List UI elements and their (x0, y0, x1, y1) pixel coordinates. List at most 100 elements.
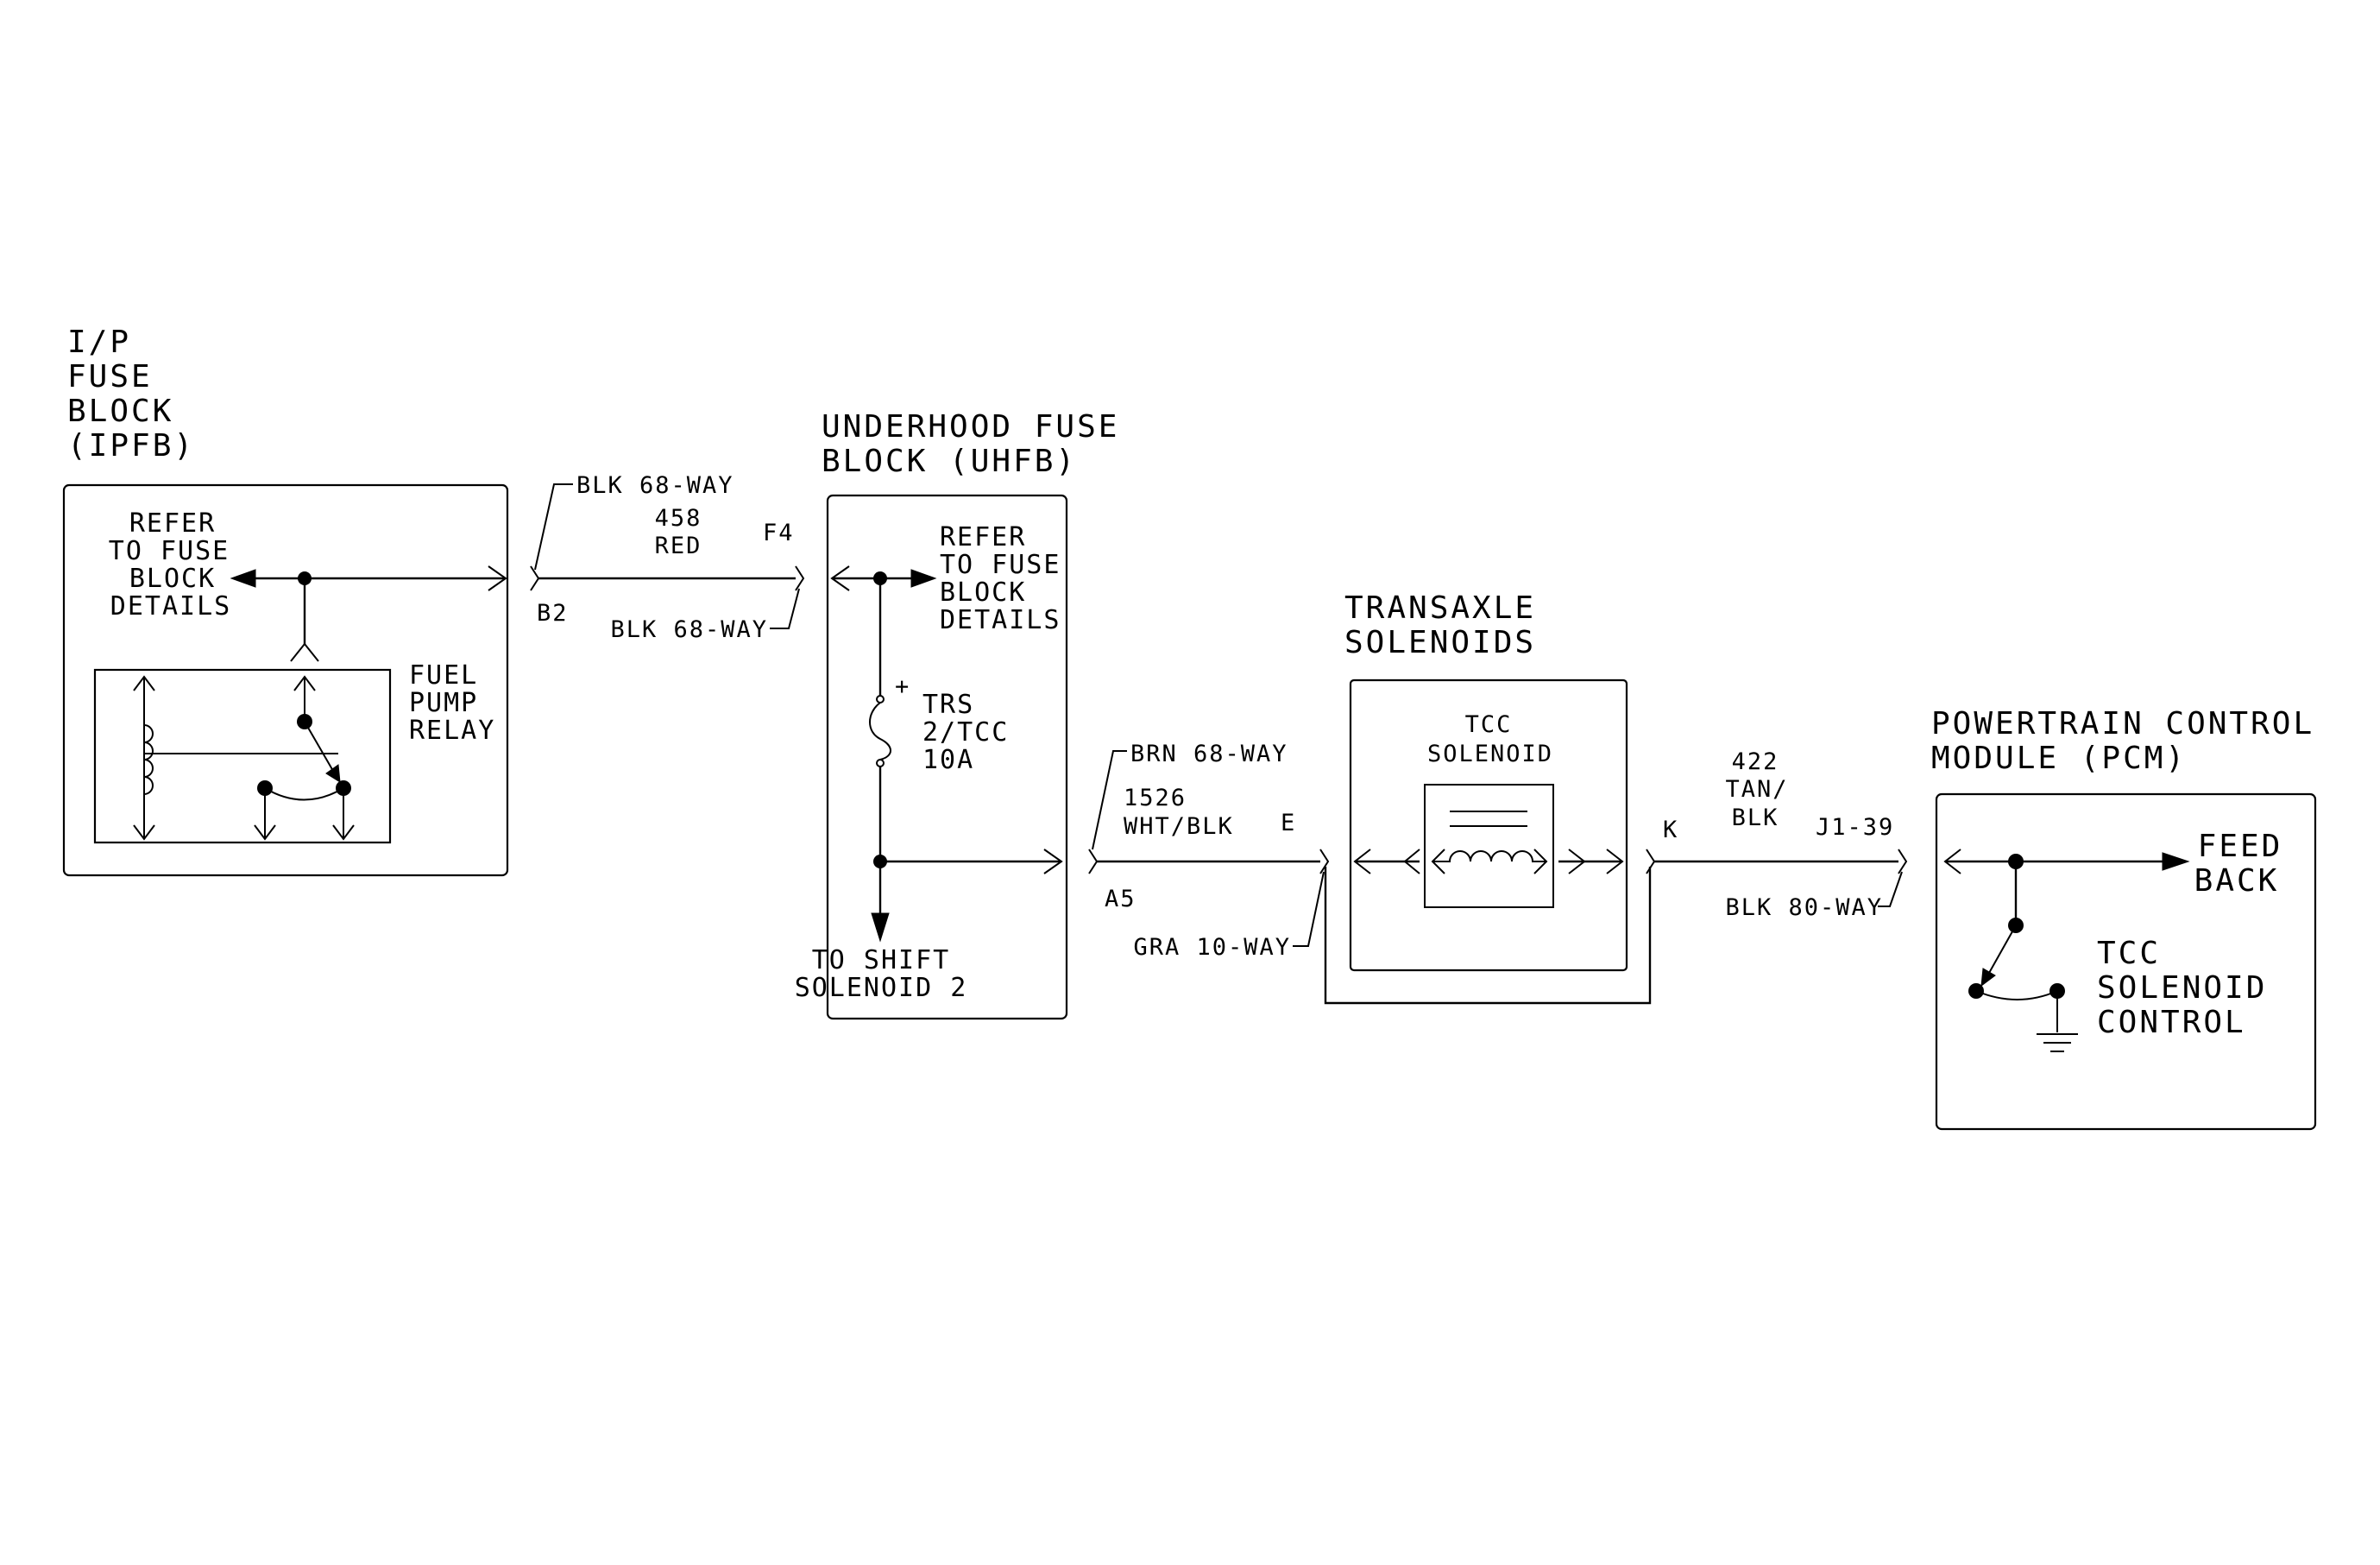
conn1-pin-right: F4 (763, 520, 795, 546)
ipfb-refer-line-1: REFER (129, 508, 216, 539)
conn2-pin-left: A5 (1105, 886, 1136, 912)
conn1-wire-color: RED (655, 533, 702, 559)
fuse-bottom-terminal (876, 759, 885, 767)
fuel-pump-relay-label: FUEL PUMP RELAY (409, 660, 495, 746)
tcc-solenoid-box (1424, 784, 1554, 908)
conn2-wire-color: WHT/BLK (1124, 813, 1234, 840)
ipfb-connector-fork-icon (290, 642, 319, 662)
shift-solenoid-arrow-icon (871, 912, 890, 943)
uhfb-title-line-2: BLOCK (UHFB) (822, 444, 1077, 479)
ipfb-refer-line-3: BLOCK (129, 564, 216, 594)
conn1-upper-label: BLK 68-WAY (576, 472, 734, 499)
pcm-switch-arm (1984, 924, 2017, 981)
ipfb-title-line-1: I/P (67, 325, 131, 360)
conn2-left-terminal-icon (1088, 849, 1099, 874)
transaxle-loop-wire (1324, 867, 1652, 1005)
fuse-top-terminal (876, 695, 885, 704)
conn2-circuit: 1526 (1124, 785, 1187, 811)
relay-nc-arrow-icon (254, 824, 276, 841)
conn1-pin-left: B2 (537, 600, 569, 627)
relay-common-arrow-icon (293, 675, 316, 691)
conn2-lower-label: GRA 10-WAY (1133, 934, 1291, 961)
fuse-label-line-3: 10A (922, 745, 974, 775)
uhfb-refer-line-3: BLOCK (940, 577, 1026, 608)
ipfb-refer-line-2: TO FUSE (109, 536, 230, 566)
conn3-color-line-2: BLK (1732, 805, 1779, 831)
ipfb-box (62, 483, 509, 877)
relay-contact-arc (264, 787, 344, 801)
tcc-solenoid-line-2: SOLENOID (1427, 741, 1553, 767)
uhfb-refer-label: REFER TO FUSE BLOCK DETAILS (940, 522, 1061, 635)
pcm-title-line-2: MODULE (PCM) (1931, 741, 2187, 776)
conn3-right-terminal-icon (1898, 849, 1908, 874)
transaxle-left-chevron-icon (1403, 849, 1420, 874)
tcc-control-line-1: TCC (2097, 936, 2161, 971)
conn3-pin-left: K (1663, 817, 1678, 843)
ipfb-refer-label: REFER TO FUSE BLOCK DETAILS (109, 508, 230, 622)
pcm-box (1935, 792, 2317, 1131)
pcm-input-arrow-icon (1943, 849, 1961, 874)
pcm-switch-arc (1975, 990, 2058, 1000)
tcc-solenoid-label: TCC SOLENOID (1427, 711, 1553, 767)
conn2-pin-right: E (1281, 810, 1296, 836)
conn3-lower-leader (1878, 871, 1903, 907)
tcc-control-line-3: CONTROL (2097, 1005, 2246, 1040)
tcc-solenoid-control-label: TCC SOLENOID CONTROL (2097, 936, 2267, 1040)
ipfb-title-line-2: FUSE (67, 359, 153, 394)
shift-label-line-1: TO SHIFT (812, 945, 951, 975)
ground-icon (2037, 1033, 2078, 1052)
feedback-arrow-icon (2162, 852, 2190, 871)
fuse-label: TRS 2/TCC 10A (922, 690, 1007, 775)
transaxle-title: TRANSAXLE SOLENOIDS (1344, 590, 1536, 660)
transaxle-title-line-1: TRANSAXLE (1344, 590, 1536, 626)
conn2-right-terminal-icon (1319, 849, 1330, 874)
conn2-upper-leader (1092, 750, 1127, 850)
relay-switch-arrow-icon (325, 764, 341, 783)
pcm-title: POWERTRAIN CONTROL MODULE (PCM) (1931, 706, 2312, 776)
uhfb-input-arrow-icon (830, 565, 850, 591)
ipfb-title-line-4: (IPFB) (67, 428, 195, 464)
transaxle-box (1349, 678, 1628, 972)
relay-label-line-1: FUEL (409, 660, 478, 691)
conn1-lower-label: BLK 68-WAY (610, 616, 768, 643)
conn3-circuit: 422 (1732, 748, 1779, 775)
conn2-lower-leader (1293, 871, 1325, 947)
fuse-plus-sign: + (895, 673, 910, 700)
ipfb-title: I/P FUSE BLOCK (IPFB) (67, 325, 195, 464)
transaxle-left-arrow-icon (1353, 849, 1371, 874)
conn1-right-terminal-icon (795, 565, 805, 591)
relay-label-line-3: RELAY (409, 716, 495, 746)
pcm-switch-arrow-icon (1980, 968, 1996, 988)
uhfb-box (826, 494, 1068, 1020)
tcc-coil-left-arrow-icon (1431, 849, 1445, 874)
conn1-upper-leader (534, 483, 573, 571)
uhfb-refer-line-1: REFER (940, 522, 1026, 552)
feedback-label: FEED BACK (2194, 829, 2283, 899)
conn2-upper-label: BRN 68-WAY (1130, 741, 1288, 767)
feedback-line-1: FEED (2198, 829, 2283, 864)
feedback-line-2: BACK (2194, 863, 2280, 899)
transaxle-right-arrow-icon (1606, 849, 1624, 874)
tcc-coil-right-arrow-icon (1533, 849, 1548, 874)
conn3-color-line-1: TAN/ (1725, 776, 1788, 803)
tcc-control-line-2: SOLENOID (2097, 970, 2267, 1006)
uhfb-refer-line-2: TO FUSE (940, 550, 1061, 580)
fuse-label-line-1: TRS (922, 690, 974, 720)
uhfb-title-line-1: UNDERHOOD FUSE (822, 409, 1119, 445)
fuse-icon (869, 702, 891, 760)
uhfb-output-arrow-icon (1043, 849, 1063, 874)
tcc-coil-icon (1432, 850, 1546, 862)
uhfb-refer-line-4: DETAILS (940, 605, 1061, 635)
relay-coil-icon (133, 675, 338, 841)
transaxle-title-line-2: SOLENOIDS (1344, 625, 1536, 660)
shift-label-line-2: SOLENOID 2 (795, 973, 968, 1003)
relay-label-line-2: PUMP (409, 688, 478, 718)
conn3-lower-label: BLK 80-WAY (1725, 894, 1883, 921)
conn1-circuit: 458 (655, 505, 702, 532)
conn1-left-terminal-icon (530, 565, 540, 591)
conn1-lower-leader (770, 588, 800, 629)
ipfb-refer-arrow-icon (230, 569, 256, 588)
tcc-solenoid-line-1: TCC (1465, 711, 1513, 738)
relay-switch-arm (304, 721, 337, 778)
